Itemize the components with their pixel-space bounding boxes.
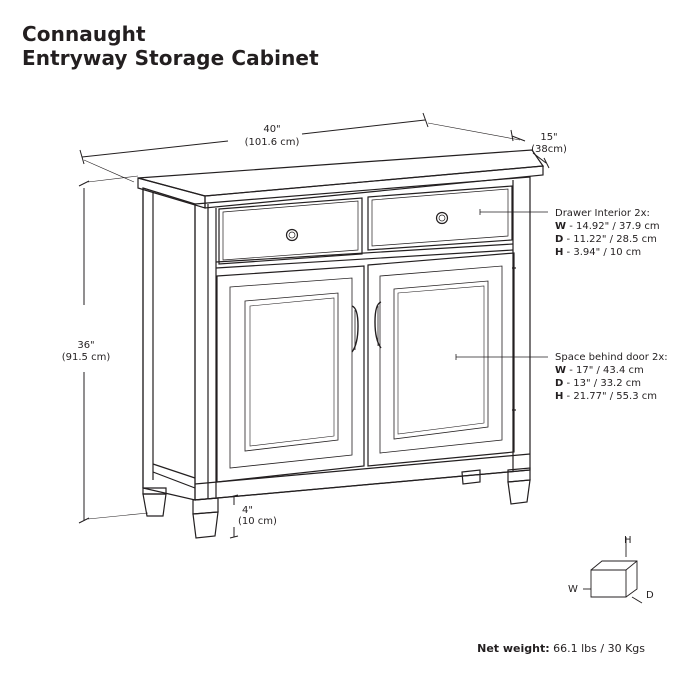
door-space-height: H - 21.77" / 55.3 cm bbox=[555, 391, 657, 402]
leg-inches-label: 4" bbox=[242, 505, 253, 516]
door-callout-pointer bbox=[455, 354, 548, 360]
height-dimension-line bbox=[78, 175, 149, 524]
drawer-left bbox=[218, 197, 363, 265]
drawer-interior-heading: Drawer Interior 2x: bbox=[555, 208, 650, 219]
leg-cm-label: (10 cm) bbox=[238, 516, 277, 527]
drawer-interior-height: H - 3.94" / 10 cm bbox=[555, 247, 641, 258]
drawer-interior-depth: D - 11.22" / 28.5 cm bbox=[555, 234, 657, 245]
door-space-width: W - 17" / 43.4 cm bbox=[555, 365, 644, 376]
product-name: Connaught bbox=[22, 22, 146, 46]
product-subtitle: Entryway Storage Cabinet bbox=[22, 46, 319, 70]
drawer-callout-pointer bbox=[479, 209, 548, 215]
drawer-right bbox=[367, 185, 513, 251]
width-dimension-line bbox=[79, 112, 521, 183]
leg-dimension-line bbox=[229, 494, 239, 539]
drawer-interior-width: W - 14.92" / 37.9 cm bbox=[555, 221, 660, 232]
door-right bbox=[367, 252, 516, 467]
net-weight-value: 66.1 lbs / 30 Kgs bbox=[549, 642, 645, 655]
door-space-heading: Space behind door 2x: bbox=[555, 352, 668, 363]
axis-h-label: H bbox=[624, 535, 632, 546]
door-left bbox=[216, 265, 365, 483]
cabinet-base bbox=[194, 453, 531, 501]
axes-legend-cube-icon bbox=[583, 537, 643, 604]
depth-cm-label: (38cm) bbox=[531, 144, 567, 155]
leg-back-left bbox=[142, 487, 167, 517]
door-space-depth: D - 13" / 33.2 cm bbox=[555, 378, 641, 389]
height-cm-label: (91.5 cm) bbox=[62, 352, 111, 363]
leg-back-right bbox=[461, 469, 481, 485]
net-weight-label: Net weight: bbox=[477, 642, 550, 655]
width-inches-label: 40" bbox=[263, 124, 280, 135]
height-inches-label: 36" bbox=[77, 340, 94, 351]
leg-front-left bbox=[192, 497, 219, 539]
depth-inches-label: 15" bbox=[540, 132, 557, 143]
axis-d-label: D bbox=[646, 590, 654, 601]
leg-front-right bbox=[507, 467, 531, 505]
width-cm-label: (101.6 cm) bbox=[245, 137, 300, 148]
net-weight: Net weight: 66.1 lbs / 30 Kgs bbox=[477, 642, 645, 655]
axis-w-label: W bbox=[568, 584, 578, 595]
